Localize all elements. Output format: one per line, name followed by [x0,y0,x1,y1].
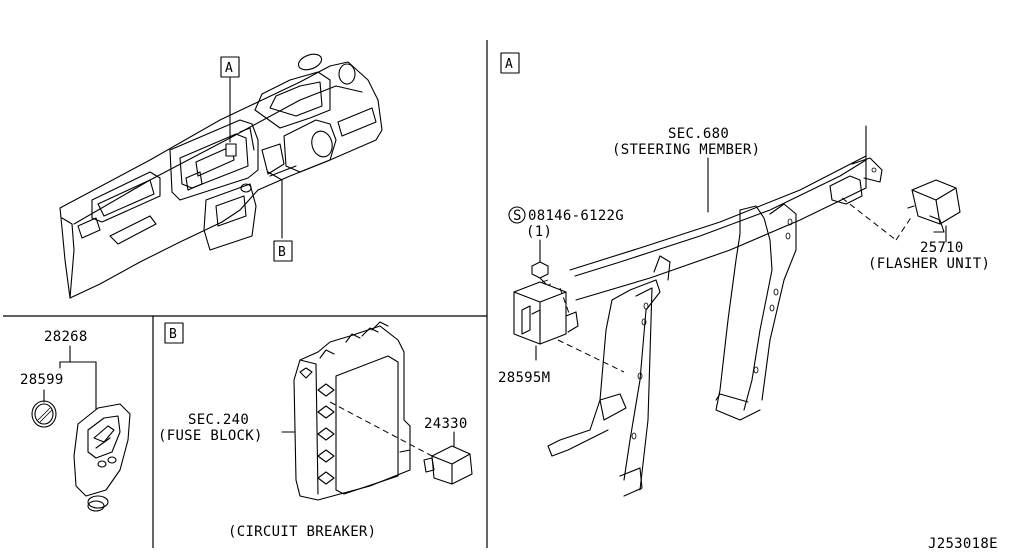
panel-a-tag: A [505,57,513,72]
callout-b-label: B [278,245,286,260]
callout-a-label: A [225,61,233,76]
part-number-28599: 28599 [20,372,64,388]
steering-member-sec-ref: SEC.680 [668,126,729,142]
bolt-label-group: S 08146-6122G (1) [508,206,624,263]
fuse-block-panel: B SEC.240 (FUSE BLOCK) 24330 [158,321,473,540]
panel-b-tag: B [169,327,177,342]
key-fob-icon [73,403,131,512]
battery-icon [31,400,57,428]
callout-b-top: B [273,240,293,262]
circuit-breaker-caption: (CIRCUIT BREAKER) [228,524,376,540]
steering-member-panel: A SEC.680 (STEERING MEMBER) [498,52,990,497]
fuse-block-icon [293,321,411,501]
bolt-icon [531,261,553,291]
fuse-block-sec-name: (FUSE BLOCK) [158,428,263,444]
circuit-breaker-icon [423,445,473,485]
key-fob-panel: 28268 28599 [20,329,131,512]
bolt-quantity: (1) [526,224,552,240]
circuit-breaker-part: 24330 [424,416,468,432]
flasher-unit-icon [907,179,961,233]
steering-member-icon [547,125,883,497]
relay-icon [513,281,579,345]
callout-a-top: A [220,56,240,78]
bolt-symbol: S [513,208,522,224]
steering-member-sec-name: (STEERING MEMBER) [612,142,760,158]
relay-part-number: 28595M [498,370,550,386]
instrument-panel-drawing [59,53,383,299]
fuse-block-sec-ref: SEC.240 [188,412,249,428]
flasher-part-number: 25710 [920,240,964,256]
bolt-part-number: 08146-6122G [528,208,624,224]
part-number-28268: 28268 [44,329,88,345]
flasher-name: (FLASHER UNIT) [868,256,990,272]
panel-separators [3,40,488,548]
diagram-id: J253018E [928,536,998,552]
